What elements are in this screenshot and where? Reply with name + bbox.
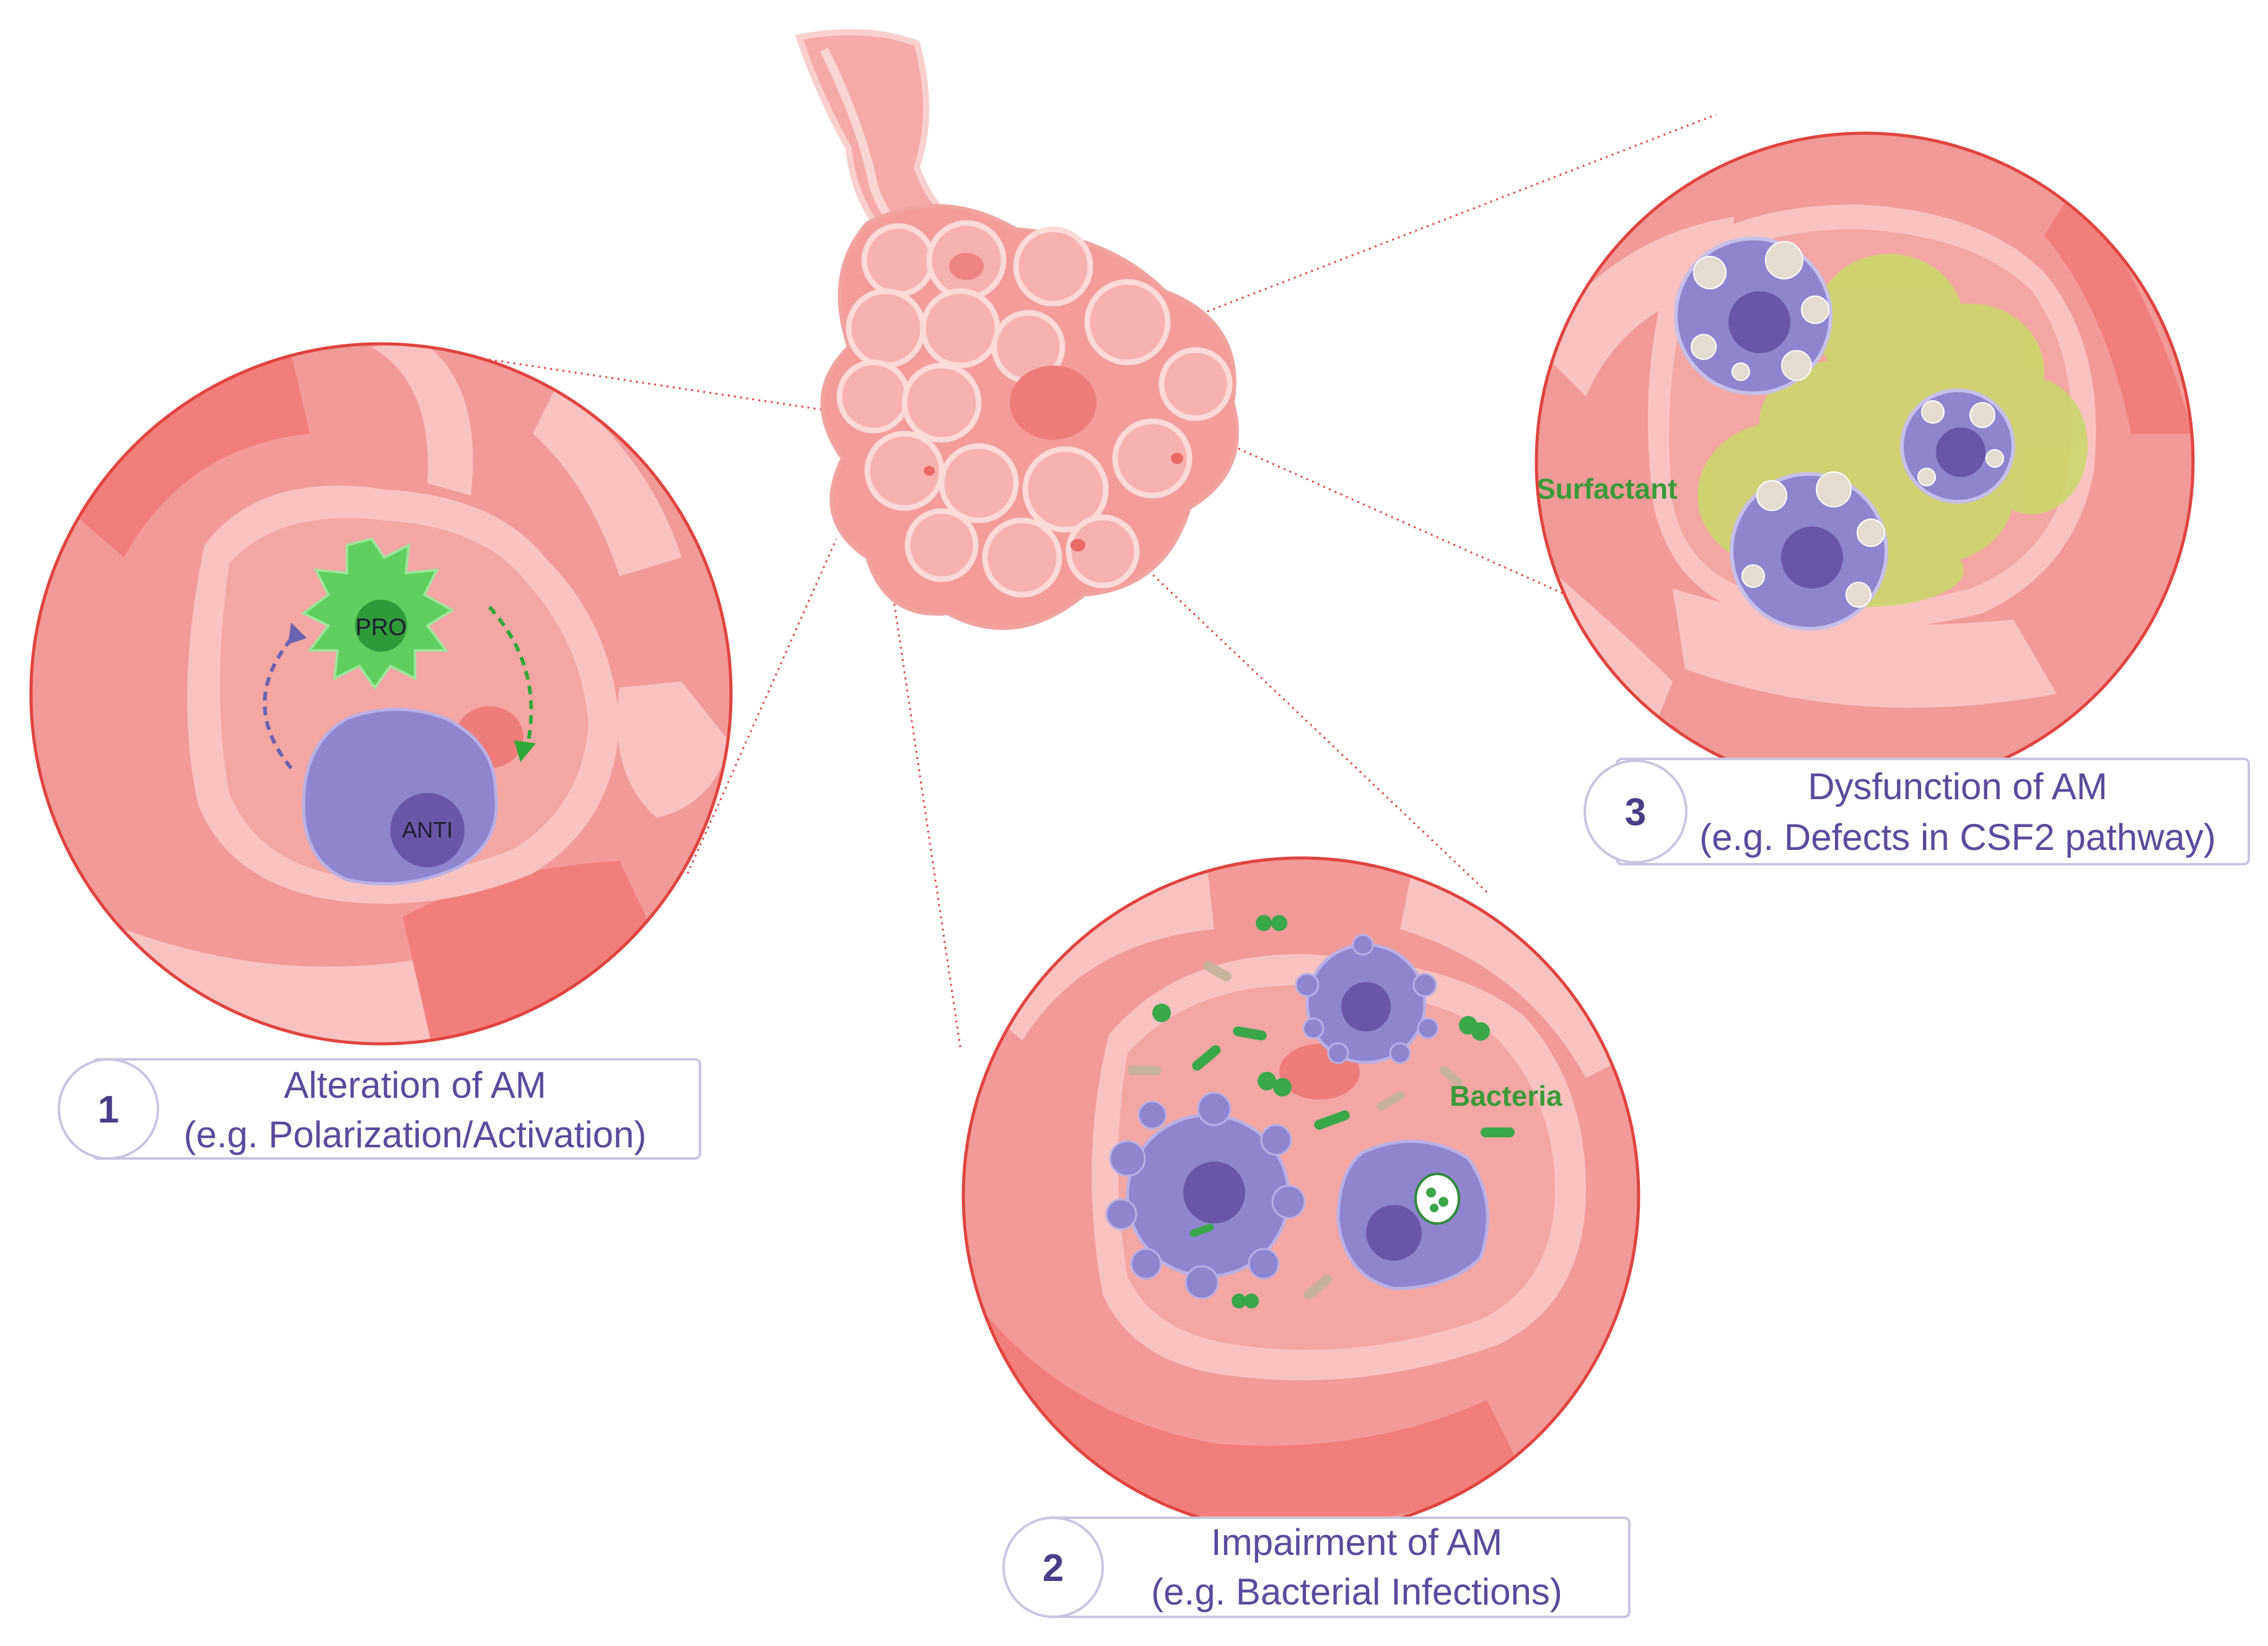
panel-3-circle: Surfactant [1535, 131, 2195, 792]
pro-label: PRO [356, 615, 406, 641]
macrophage-lower-right [1336, 1139, 1489, 1290]
caption-2-subtitle: (e.g. Bacterial Infections) [1151, 1571, 1562, 1613]
caption-2-number: 2 [1043, 1547, 1064, 1590]
foamy-macrophage-right [1900, 388, 2015, 504]
panel-1-circle: PRO ANTI [29, 342, 733, 1046]
caption-1-title: Alteration of AM [284, 1064, 546, 1106]
polarization-arrow-down [488, 605, 533, 750]
zoom-connector-lines [445, 113, 1717, 1048]
alveolar-cluster [795, 29, 1239, 630]
surfactant-label: Surfactant [1536, 473, 1677, 505]
pro-macrophage: PRO [301, 537, 455, 690]
caption-2-title: Impairment of AM [1211, 1521, 1502, 1563]
bacteria-group [1152, 915, 1515, 1308]
caption-3-number: 3 [1625, 791, 1646, 834]
anti-label: ANTI [402, 817, 453, 843]
macrophage-lower-left [1105, 1092, 1306, 1300]
caption-3: 3 Dysfunction of AM (e.g. Defects in CSF… [1583, 758, 2250, 865]
caption-3-title: Dysfunction of AM [1808, 766, 2108, 807]
foamy-macrophage-bottom [1730, 471, 1888, 631]
foamy-macrophage-top [1674, 237, 1832, 395]
bacteria-label: Bacteria [1450, 1080, 1562, 1112]
polarization-arrowhead-up [288, 623, 307, 644]
caption-2: 2 Impairment of AM (e.g. Bacterial Infec… [1002, 1517, 1631, 1618]
panel-2-circle: Bacteria [961, 856, 1640, 1535]
polarization-arrow-up [263, 630, 299, 769]
anti-macrophage: ANTI [302, 707, 498, 886]
caption-1-number: 1 [98, 1088, 119, 1131]
polarization-arrowhead-down [514, 740, 536, 762]
caption-1-subtitle: (e.g. Polarization/Activation) [183, 1114, 646, 1155]
caption-3-subtitle: (e.g. Defects in CSF2 pathway) [1699, 816, 2216, 858]
macrophage-upper [1295, 934, 1439, 1064]
caption-1: 1 Alteration of AM (e.g. Polarization/Ac… [58, 1058, 701, 1160]
